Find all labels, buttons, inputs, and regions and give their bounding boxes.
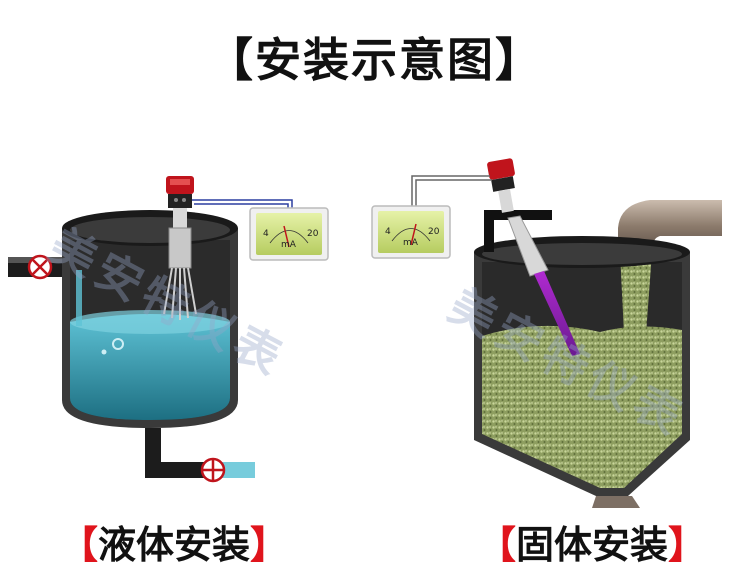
meter-unit: mA [281,240,297,250]
solid-fill [482,325,682,488]
solid-silo [474,200,722,508]
meter-needle [410,223,417,246]
outlet-pipe [145,428,215,478]
meter-max: 20 [428,227,440,237]
radar-beam [534,271,580,356]
meter-min: 4 [385,227,391,237]
solid-install-caption: 【固体安装】 [478,523,707,567]
signal-cable-right [411,175,490,206]
current-meter-left: 4 20 mA [249,207,329,261]
radar-sensor-right [487,158,580,356]
mounting-bracket [484,210,552,220]
meter-unit: mA [403,238,419,248]
radar-sensor-left [163,176,197,320]
meter-max: 20 [307,229,319,239]
page-title: 【安装示意图】 [207,33,543,87]
liquid-install-caption: 【液体安装】 [60,523,289,567]
meter-needle [283,225,290,248]
liquid-fill [70,314,230,420]
current-meter-right: 4 20 mA [371,205,451,259]
meter-min: 4 [263,229,269,239]
sensor-head [487,158,515,180]
